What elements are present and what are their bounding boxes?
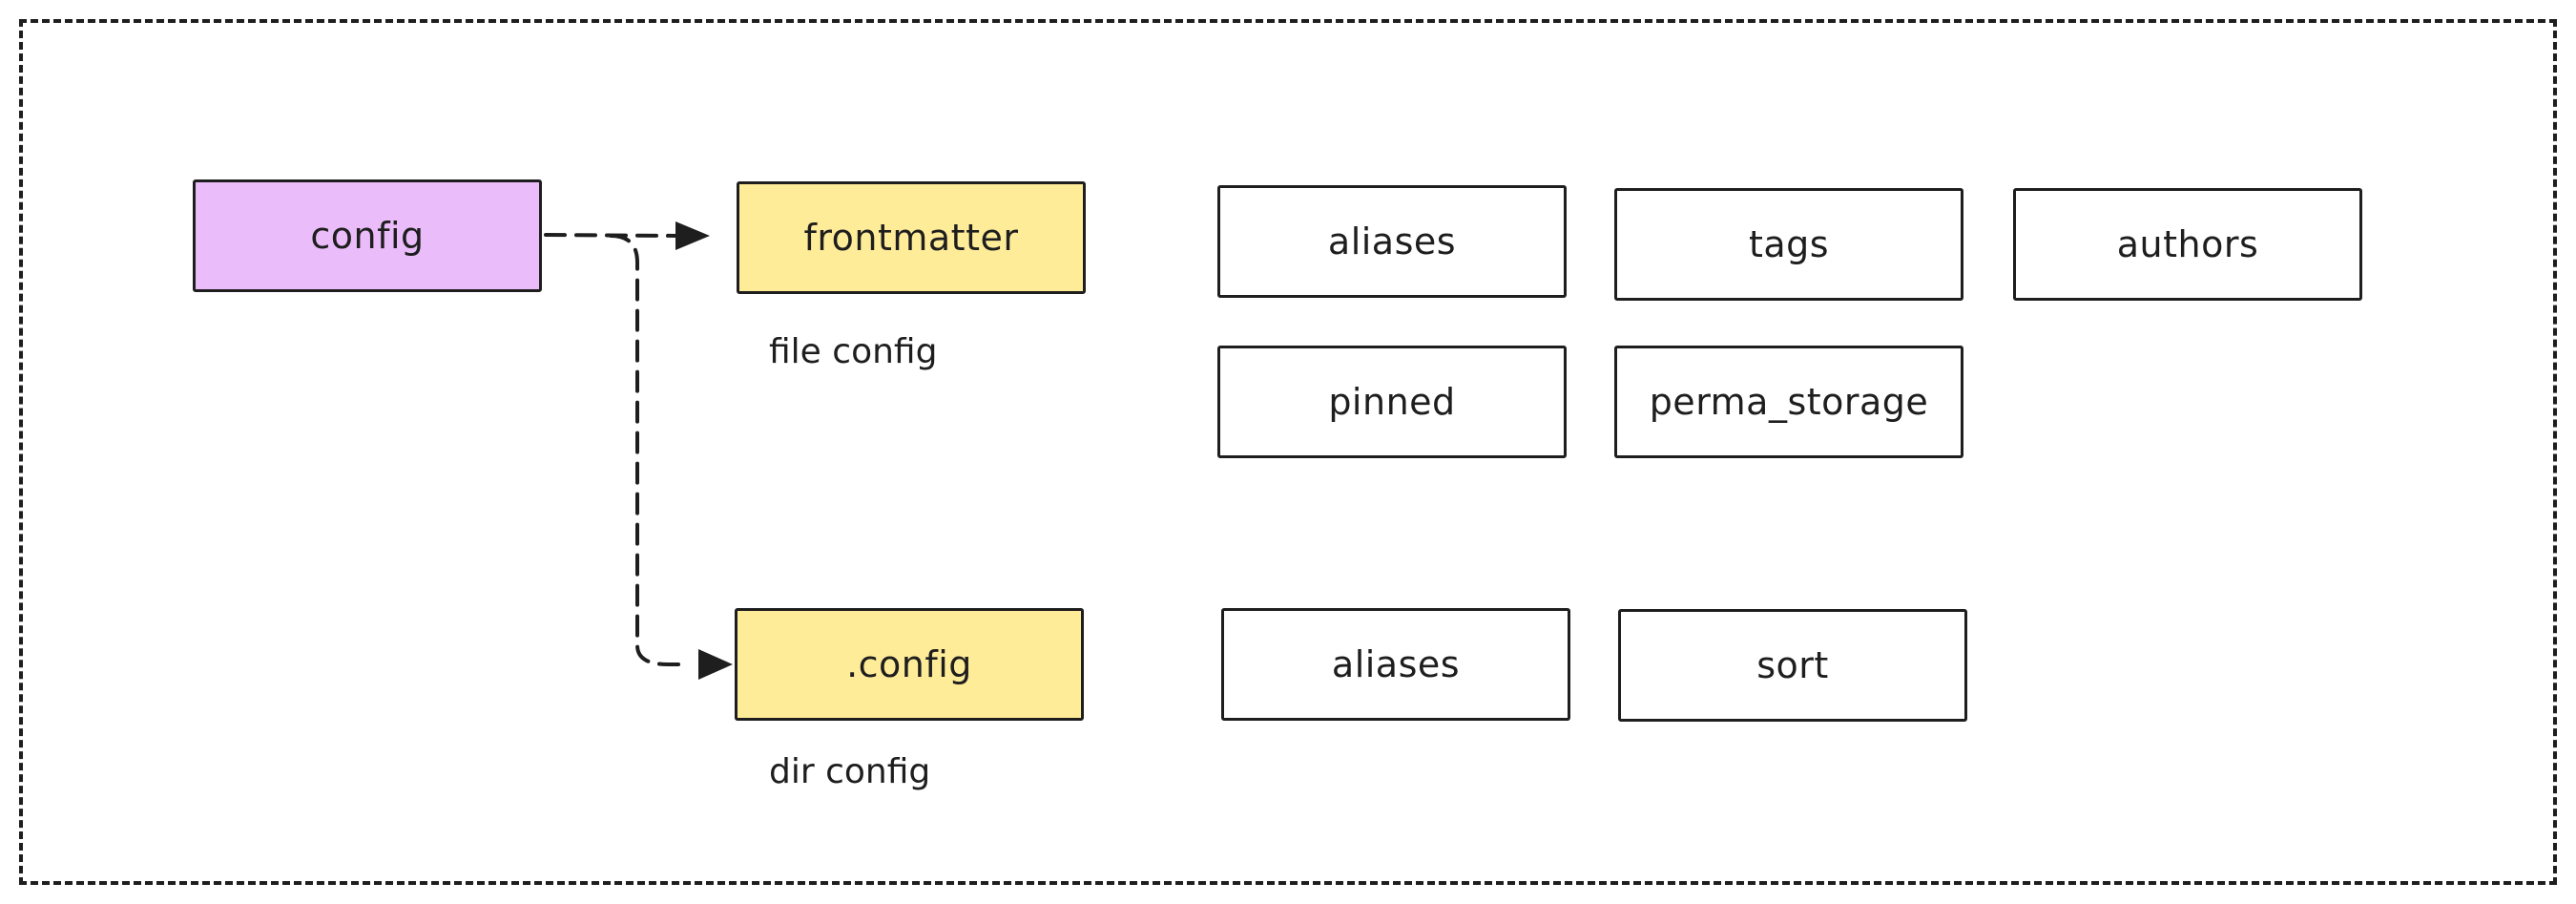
field-tags-label: tags xyxy=(1748,223,1830,265)
config-node-label: config xyxy=(310,215,425,257)
dot-config-node: .config xyxy=(735,608,1084,721)
field-pinned-label: pinned xyxy=(1328,381,1456,423)
dir-field-sort-label: sort xyxy=(1756,644,1829,686)
frontmatter-node: frontmatter xyxy=(737,181,1086,294)
file-config-caption: file config xyxy=(769,332,938,371)
field-tags: tags xyxy=(1614,188,1963,301)
field-aliases-label: aliases xyxy=(1327,221,1457,263)
field-authors: authors xyxy=(2013,188,2362,301)
field-pinned: pinned xyxy=(1217,346,1567,458)
dashed-frame xyxy=(19,19,2557,885)
frontmatter-node-label: frontmatter xyxy=(803,217,1019,259)
config-node: config xyxy=(193,179,542,292)
field-perma-storage: perma_storage xyxy=(1614,346,1963,458)
dir-field-aliases: aliases xyxy=(1221,608,1570,721)
dir-config-caption: dir config xyxy=(769,752,931,791)
field-authors-label: authors xyxy=(2116,223,2259,265)
dir-field-aliases-label: aliases xyxy=(1331,643,1461,685)
dot-config-node-label: .config xyxy=(846,643,972,685)
dir-field-sort: sort xyxy=(1618,609,1967,722)
field-perma-storage-label: perma_storage xyxy=(1649,381,1929,423)
field-aliases: aliases xyxy=(1217,185,1567,298)
